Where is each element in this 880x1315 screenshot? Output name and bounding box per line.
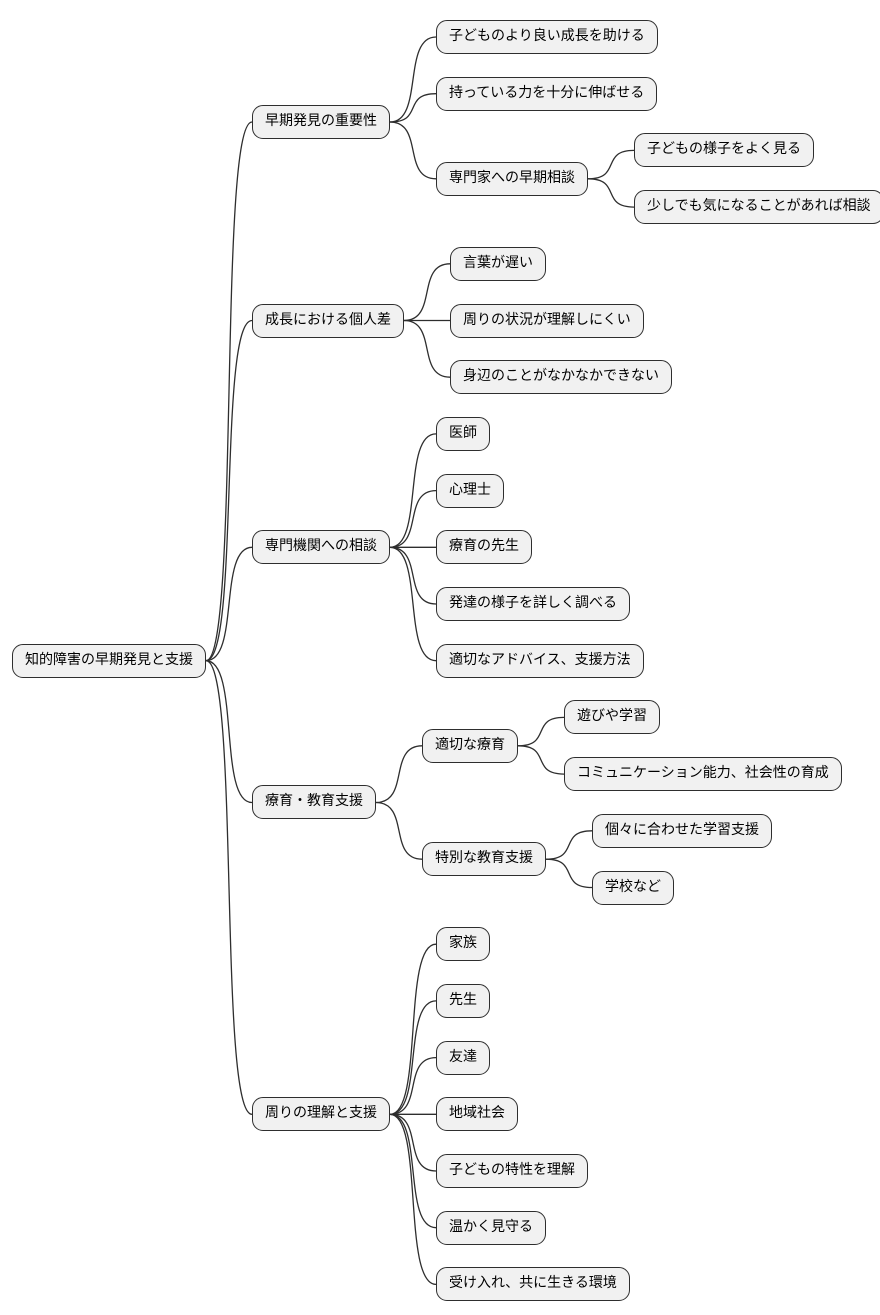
mindmap-leaf-node: 子どものより良い成長を助ける [436,20,658,54]
mindmap-leaf-node: 学校など [592,870,674,905]
mindmap-branch-node: 専門家への早期相談 [436,161,588,196]
mindmap-branch-node: 専門機関への相談 [252,530,390,565]
mindmap-leaf-node: 先生 [436,983,490,1018]
mindmap-leaf-node: コミュニケーション能力、社会性の育成 [564,757,842,792]
mindmap-branch-node: 成長における個人差 [252,303,404,338]
mindmap-leaf-node: 心理士 [436,473,504,508]
mindmap-branch-node: 周りの理解と支援 [252,1097,390,1132]
mindmap-branch-node: 早期発見の重要性 [252,105,390,140]
mindmap-leaf-node: 個々に合わせた学習支援 [592,813,772,848]
mindmap-root-node: 知的障害の早期発見と支援 [12,643,206,678]
mindmap-leaf-node: 適切なアドバイス、支援方法 [436,643,644,678]
mindmap-leaf-node: 少しでも気になることがあれば相談 [634,190,880,225]
mindmap-leaf-node: 持っている力を十分に伸ばせる [436,76,658,111]
mindmap-leaf-node: 療育の先生 [436,530,532,565]
mindmap-leaf-node: 言葉が遅い [450,246,546,281]
mindmap-branch-node: 特別な教育支援 [422,842,546,877]
mindmap-leaf-node: 遊びや学習 [564,700,660,735]
mindmap-leaf-node: 周りの状況が理解しにくい [450,303,644,338]
mindmap-leaf-node: 発達の様子を詳しく調べる [436,587,630,621]
mindmap-leaf-node: 医師 [436,416,490,451]
mindmap-leaf-node: 友達 [436,1040,490,1075]
mindmap-leaf-node: 子どもの様子をよく見る [634,133,814,168]
mindmap-leaf-node: 温かく見守る [436,1210,546,1245]
mindmap-leaf-node: 受け入れ、共に生きる環境 [436,1267,630,1302]
mindmap-branch-node: 療育・教育支援 [252,785,376,820]
mindmap-branch-node: 適切な療育 [422,728,518,763]
mindmap-leaf-node: 身辺のことがなかなかできない [450,360,672,395]
mindmap-leaf-node: 子どもの特性を理解 [436,1154,588,1188]
mindmap-leaf-node: 地域社会 [436,1097,518,1132]
mindmap-leaf-node: 家族 [436,927,490,962]
